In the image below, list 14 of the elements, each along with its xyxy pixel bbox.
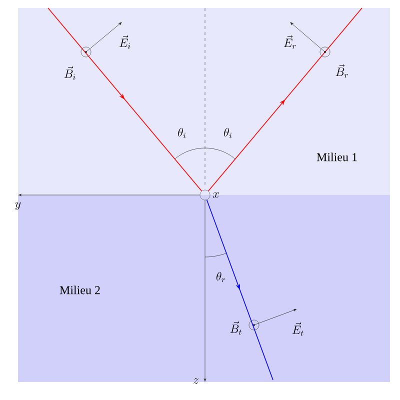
math-label: $\theta_i$ (178, 128, 186, 138)
math-label: $z$ (194, 378, 199, 384)
math-label: $\vec{B}_r$ (336, 64, 348, 78)
math-label: $\vec{B}_t$ (230, 321, 242, 335)
math-label: $\theta_r$ (216, 272, 226, 282)
math-label: $\theta_i$ (224, 128, 232, 138)
math-label: $\vec{E}_i$ (120, 35, 130, 49)
medium-label: Milieu 1 (316, 152, 357, 162)
medium-label: Milieu 2 (60, 286, 100, 294)
math-label: $x$ (213, 192, 219, 198)
math-label: $\vec{B}_i$ (64, 66, 76, 80)
math-label: $\vec{E}_r$ (284, 35, 296, 49)
math-label: $y$ (15, 202, 21, 210)
math-label: $\vec{E}_t$ (292, 322, 304, 336)
